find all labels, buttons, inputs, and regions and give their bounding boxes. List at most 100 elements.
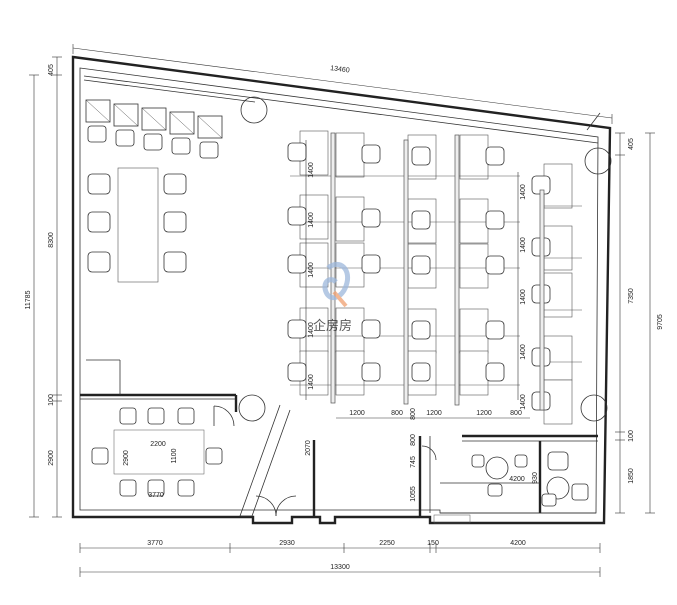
workstation-chair [411, 362, 431, 382]
dim-desk-row-3: 1400 [308, 262, 315, 278]
dim-desk-col-1: 1200 [349, 410, 365, 417]
dim-desk-col-4: 1200 [476, 410, 492, 417]
dim-small-room-inner: 1100 [171, 448, 178, 463]
dim-corridor-right-1: 800 [410, 408, 417, 420]
dim-right-gap: 100 [628, 430, 635, 442]
small-room-chair [205, 447, 223, 465]
small-meeting-room [91, 407, 223, 497]
dim-right-overall: 9705 [657, 314, 664, 330]
side-chair [571, 483, 589, 501]
lounge-seat-4 [171, 137, 191, 155]
door-swing-bottom-2 [275, 495, 297, 517]
workstation-chair [361, 319, 381, 339]
dim-bottom-1: 3770 [147, 540, 163, 547]
dim-right-bottom: 1850 [628, 468, 635, 484]
dim-desk-col-3: 1200 [426, 410, 442, 417]
lounge-seat-5 [199, 141, 219, 159]
lounge-chair-5 [197, 115, 223, 139]
column-top-left [240, 96, 268, 124]
meeting-chair [163, 173, 187, 195]
meeting-table-area [87, 167, 187, 283]
workstation-desk [335, 196, 365, 242]
dim-right-middle: 7350 [628, 288, 635, 304]
watermark-logo-accent [332, 290, 348, 308]
door-swing-bottom [255, 495, 277, 517]
column-top-right [584, 147, 612, 175]
interior-walls [80, 359, 598, 524]
lounge-seat-1 [87, 125, 107, 143]
outer-walls [71, 55, 612, 525]
armchair [547, 451, 569, 471]
lounge-chair-1 [85, 99, 111, 123]
meeting-chair [87, 251, 111, 273]
threshold [433, 514, 471, 524]
small-room-chair [119, 479, 137, 497]
dim-desk-row-right-3: 1400 [520, 289, 527, 305]
building-outline [71, 55, 612, 525]
roof-notch [586, 112, 601, 131]
lounge-chair-2 [113, 103, 139, 127]
workstation-chair [287, 206, 307, 226]
small-room-chair [119, 407, 137, 425]
dim-bottom-overall: 13300 [330, 564, 350, 571]
workstation-desk [459, 243, 489, 289]
workstation-chair [485, 146, 505, 166]
dim-desk-row-right-1: 1400 [520, 184, 527, 200]
upper-window [254, 97, 599, 144]
dim-desk-row-1: 1400 [308, 162, 315, 178]
dim-desk-row-2: 1400 [308, 212, 315, 228]
desk-partition [539, 189, 545, 411]
workstation-chair [485, 362, 505, 382]
workstation-chair [287, 319, 307, 339]
dim-corridor-right-3: 745 [410, 456, 417, 468]
workstation-chair [411, 255, 431, 275]
lounge-seat-3 [143, 133, 163, 151]
angled-wall [239, 404, 291, 517]
dim-bottom-3: 2250 [379, 540, 395, 547]
meeting-chair [87, 211, 111, 233]
workstation-chair [485, 210, 505, 230]
meeting-chair [163, 251, 187, 273]
workstation-chair [411, 210, 431, 230]
dim-corridor: 2070 [305, 440, 312, 456]
dim-desk-col-2: 800 [391, 410, 403, 417]
dim-bottom-2: 2930 [279, 540, 295, 547]
lounge-chair-3 [141, 107, 167, 131]
dim-desk-row-right-2: 1400 [520, 237, 527, 253]
dim-right-room-width: 4200 [509, 476, 525, 483]
workstation-chair [485, 255, 505, 275]
meeting-table [117, 167, 159, 283]
workstation-chair [361, 254, 381, 274]
workstation-desk [335, 350, 365, 396]
column-mid-left [238, 394, 266, 422]
dim-desk-col-5: 800 [510, 410, 522, 417]
workstation-chair [411, 146, 431, 166]
door-swing [213, 405, 235, 427]
dim-small-room-height: 2900 [123, 450, 130, 466]
dim-corridor-right-4: 1055 [410, 486, 417, 502]
workstation-chair [361, 208, 381, 228]
workstation-chair [411, 320, 431, 340]
round-table-chair [514, 454, 528, 468]
dim-left-meeting: 8300 [48, 232, 55, 248]
dim-right-top: 405 [628, 138, 635, 150]
side-chair [541, 493, 557, 507]
lounge-chairs [85, 99, 223, 159]
upper-left-window-line-2 [83, 79, 256, 103]
dim-corridor-right-2: 800 [410, 434, 417, 446]
column-mid-right [580, 394, 608, 422]
columns [238, 96, 612, 422]
meeting-chair [87, 173, 111, 195]
small-room-chair [177, 479, 195, 497]
workstation-desk [335, 132, 365, 178]
round-table-chair [487, 483, 503, 497]
dim-left-bottom: 2900 [48, 450, 55, 466]
door-swing-right [421, 445, 437, 461]
workstation-desk [459, 350, 489, 396]
watermark-logo: 企房房 [313, 261, 352, 333]
workstation-chair [361, 144, 381, 164]
workstations [287, 130, 582, 425]
desk-partition [403, 139, 409, 405]
